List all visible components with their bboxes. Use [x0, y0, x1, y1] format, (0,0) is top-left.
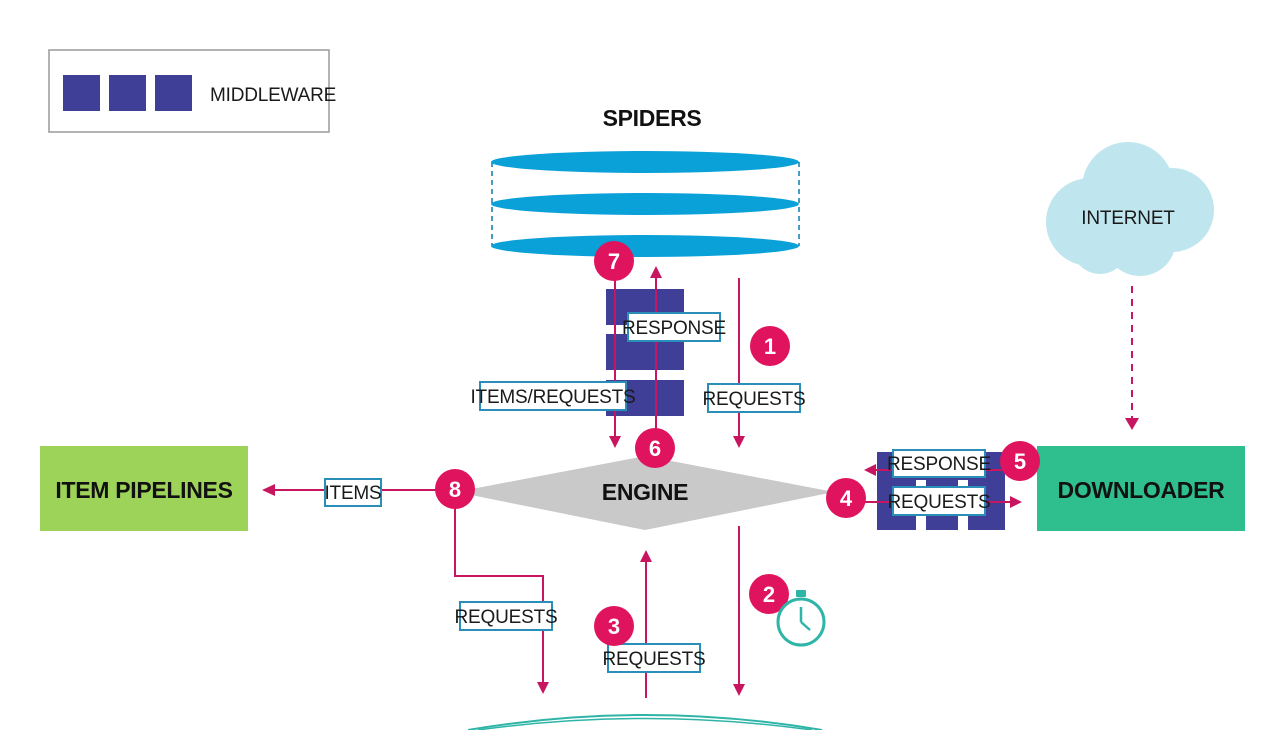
spider-disc-1 [491, 151, 799, 173]
legend: MIDDLEWARE [48, 49, 336, 133]
internet-label: INTERNET [1081, 208, 1175, 229]
step-badge-3: 3 [594, 606, 634, 646]
step-badge-5-text: 5 [1014, 449, 1026, 474]
legend-middleware-swatch-1 [63, 75, 100, 111]
tag-items: ITEMS [324, 478, 382, 507]
flow-requests-engine-to-scheduler [454, 506, 544, 682]
step-badge-4-text: 4 [840, 486, 853, 511]
step-badge-6: 6 [635, 428, 675, 468]
flow-response-engine-to-spider-arrowhead [650, 266, 662, 278]
downloader-label: DOWNLOADER [1058, 477, 1226, 503]
engine-diamond [456, 456, 834, 530]
downloader-box [1037, 446, 1245, 531]
engine-label: ENGINE [602, 479, 688, 505]
tag-requests-spider-text: REQUESTS [703, 389, 806, 410]
item-pipelines-box [40, 446, 248, 531]
flow-requests-spider-to-engine-arrowhead [733, 436, 745, 448]
step-badge-8: 8 [435, 469, 475, 509]
flow-engine-to-scheduler-arrowhead [733, 684, 745, 696]
tag-items-requests: ITEMS/REQUESTS [470, 381, 636, 411]
stopwatch-icon [776, 590, 826, 647]
tag-requests-to-scheduler-text: REQUESTS [455, 607, 558, 628]
downloader-middleware-gap-1 [916, 480, 926, 490]
tag-requests-from-scheduler: REQUESTS [603, 643, 706, 673]
downloader-middleware-gap-4 [958, 512, 968, 530]
step-badge-8-text: 8 [449, 477, 461, 502]
tag-response-spider-text: RESPONSE [622, 318, 726, 339]
step-badge-2-text: 2 [763, 582, 775, 607]
tag-requests-downloader: REQUESTS [888, 486, 991, 516]
spiders: SPIDERS [491, 105, 800, 257]
flow-items-requests-spider-to-engine-arrowhead [609, 436, 621, 448]
internet-cloud: INTERNET [1046, 142, 1214, 276]
tag-requests-spider: REQUESTS [703, 383, 806, 413]
step-badge-3-text: 3 [608, 614, 620, 639]
tag-response-downloader: RESPONSE [887, 449, 991, 478]
step-badge-4: 4 [826, 478, 866, 518]
tag-response-downloader-text: RESPONSE [887, 454, 991, 475]
tag-requests-to-scheduler: REQUESTS [455, 601, 558, 631]
spiders-title: SPIDERS [603, 105, 702, 131]
legend-middleware-swatch-3 [155, 75, 192, 111]
internet-to-downloader-arrowhead [1125, 418, 1139, 430]
flow-requests-engine-to-scheduler-arrowhead [537, 682, 549, 694]
spider-disc-3 [491, 235, 799, 257]
step-badge-2: 2 [749, 574, 789, 614]
engine: ENGINE [456, 456, 834, 530]
legend-middleware-swatch-2 [109, 75, 146, 111]
flow-requests-scheduler-to-engine-arrowhead [640, 550, 652, 562]
step-badge-1-text: 1 [764, 334, 776, 359]
downloader-middleware-gap-3 [916, 512, 926, 530]
tag-items-text: ITEMS [324, 483, 381, 504]
step-badge-5: 5 [1000, 441, 1040, 481]
step-badge-7-text: 7 [608, 249, 620, 274]
flow-requests-engine-to-downloader-arrowhead [1010, 496, 1022, 508]
item-pipelines-label: ITEM PIPELINES [55, 477, 232, 503]
downloader-middleware-gap-2 [958, 480, 968, 490]
step-badge-6-text: 6 [649, 436, 661, 461]
step-badge-7: 7 [594, 241, 634, 281]
legend-label: MIDDLEWARE [210, 85, 336, 106]
tag-response-spider: RESPONSE [622, 312, 726, 342]
item-pipelines: ITEM PIPELINES [40, 446, 248, 531]
tag-requests-from-scheduler-text: REQUESTS [603, 649, 706, 670]
step-badge-1: 1 [750, 326, 790, 366]
downloader: DOWNLOADER [1037, 446, 1245, 531]
flow-response-downloader-to-engine-arrowhead [864, 464, 876, 476]
tag-requests-downloader-text: REQUESTS [888, 492, 991, 513]
tag-items-requests-text: ITEMS/REQUESTS [470, 387, 635, 408]
spider-disc-2 [491, 193, 799, 215]
scheduler-top [467, 714, 823, 730]
flow-items-engine-to-pipelines-arrowhead [262, 484, 275, 496]
